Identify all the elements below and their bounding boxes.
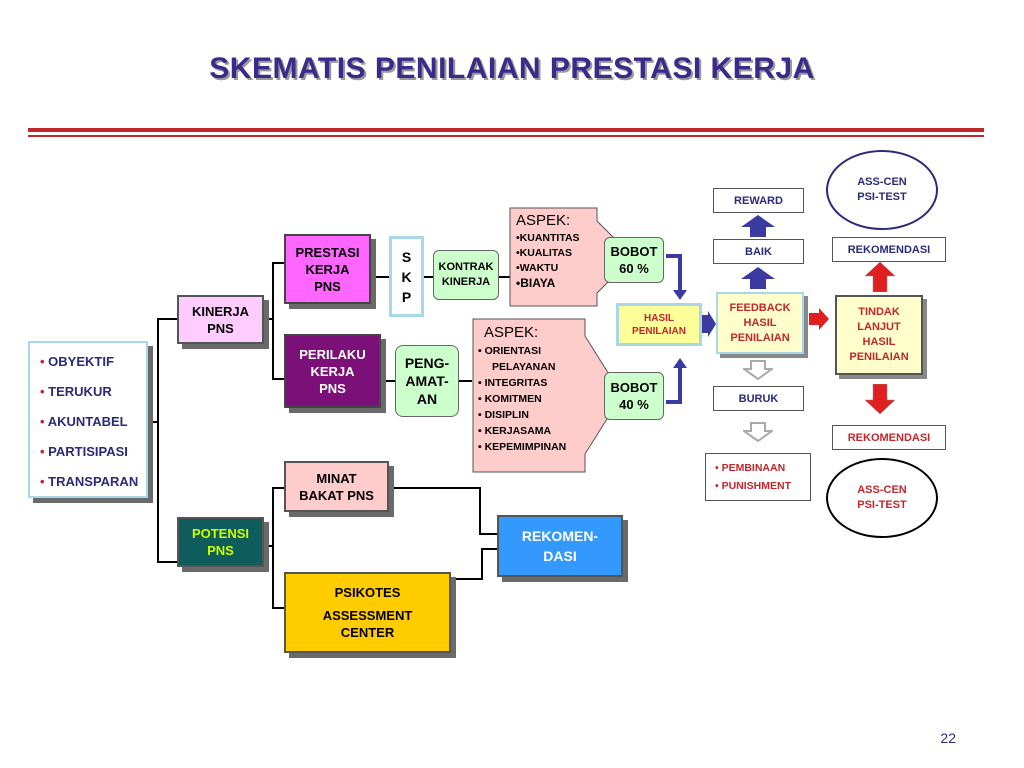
rekomendasi-bottom-label: REKOMENDASI <box>847 431 931 444</box>
aspek-2-item: • DISIPLIN <box>478 409 529 421</box>
criteria-item: PARTISIPASI <box>48 444 128 459</box>
pembinaan-item: • PEMBINAAN <box>715 462 786 474</box>
rekomendasi-top-label: REKOMENDASI <box>847 243 931 256</box>
perilaku-kerja-box: PERILAKU KERJA PNS <box>284 334 381 408</box>
psikotes-label: PSIKOTES <box>334 585 401 600</box>
baik-box: BAIK <box>713 239 804 264</box>
reward-box: REWARD <box>713 188 804 213</box>
arrow-down-red-icon <box>865 384 895 414</box>
baik-label: BAIK <box>745 245 772 258</box>
aspek-1-text: ASPEK: •KUANTITAS •KUALITAS •WAKTU •BIAY… <box>516 211 598 291</box>
skp-box: S K P <box>389 236 424 317</box>
pembinaan-item: • PUNISHMENT <box>715 480 792 492</box>
criteria-item: TRANSPARAN <box>48 474 139 489</box>
potensi-pns-box: POTENSI PNS <box>177 517 264 567</box>
aspek-2-item: PELAYANAN <box>492 361 556 373</box>
criteria-box: • OBYEKTIF • TERUKUR • AKUNTABEL • PARTI… <box>28 341 148 498</box>
potensi-pns-label: POTENSI PNS <box>191 526 250 558</box>
prestasi-kerja-box: PRESTASI KERJA PNS <box>284 234 371 304</box>
criteria-item: TERUKUR <box>48 384 112 399</box>
asscen-top-ellipse: ASS-CEN PSI-TEST <box>826 150 938 230</box>
aspek-1-item: •WAKTU <box>516 262 559 274</box>
rekomendasi-top-box: REKOMENDASI <box>832 237 946 262</box>
asscen-top-label: ASS-CEN PSI-TEST <box>857 176 907 203</box>
title-rule <box>28 128 984 132</box>
prestasi-kerja-label: PRESTASI KERJA PNS <box>295 244 360 294</box>
aspek-1-item: •KUALITAS <box>516 247 572 259</box>
aspek-2-text: ASPEK: • ORIENTASI PELAYANAN • INTEGRITA… <box>478 323 590 455</box>
aspek-2-title: ASPEK: <box>484 324 539 341</box>
buruk-label: BURUK <box>738 392 779 405</box>
rekomendasi-box: REKOMEN- DASI <box>497 515 623 577</box>
skp-letter: P <box>401 288 412 305</box>
kinerja-pns-label: KINERJA PNS <box>191 303 250 336</box>
arrow-right-red-icon <box>809 308 829 330</box>
rekomendasi-bottom-box: REKOMENDASI <box>832 425 946 450</box>
kontrak-kinerja-label: KONTRAK KINERJA <box>438 261 494 288</box>
arrow-right-icon <box>702 311 716 337</box>
skp-letter: K <box>401 268 412 285</box>
skp-letter: S <box>401 248 412 265</box>
aspek-1-item: •BIAYA <box>516 276 556 290</box>
arrow-down-icon <box>743 422 773 442</box>
buruk-box: BURUK <box>713 386 804 411</box>
page-title: SKEMATIS PENILAIAN PRESTASI KERJA <box>209 52 815 85</box>
criteria-item: AKUNTABEL <box>47 414 128 429</box>
rekomendasi-label: REKOMEN- DASI <box>521 528 599 564</box>
bracket-arrows-icon <box>666 254 687 404</box>
tindak-lanjut-box: TINDAK LANJUT HASIL PENILAIAN <box>835 295 923 375</box>
psikotes-box: PSIKOTES ASSESSMENT CENTER <box>284 572 451 653</box>
pengamatan-label: PENG- AMAT- AN <box>404 355 450 407</box>
hasil-penilaian-label: HASIL PENILAIAN <box>632 312 686 337</box>
feedback-label: FEEDBACK HASIL PENILAIAN <box>729 301 791 344</box>
aspek-2-item: • INTEGRITAS <box>478 377 548 389</box>
perilaku-kerja-label: PERILAKU KERJA PNS <box>299 346 366 396</box>
arrow-down-icon <box>743 360 773 380</box>
criteria-item: OBYEKTIF <box>48 354 114 369</box>
aspek-2-item: • KEPEMIMPINAN <box>478 441 567 453</box>
arrow-up-icon <box>741 215 775 237</box>
feedback-box: FEEDBACK HASIL PENILAIAN <box>716 292 804 354</box>
aspek-1-title: ASPEK: <box>516 212 571 229</box>
aspek-1-item: •KUANTITAS <box>516 232 580 244</box>
pembinaan-box: • PEMBINAAN • PUNISHMENT <box>705 453 811 501</box>
arrow-up-red-icon <box>865 262 895 292</box>
minat-bakat-box: MINAT BAKAT PNS <box>284 461 389 512</box>
title-rule-thin <box>28 135 984 137</box>
hasil-penilaian-box: HASIL PENILAIAN <box>616 303 702 346</box>
asscen-bottom-ellipse: ASS-CEN PSI-TEST <box>826 458 938 538</box>
page-number: 22 <box>940 730 956 746</box>
asscen-bottom-label: ASS-CEN PSI-TEST <box>857 484 907 511</box>
aspek-2-item: • KERJASAMA <box>478 425 552 437</box>
kontrak-kinerja-box: KONTRAK KINERJA <box>433 250 499 300</box>
minat-bakat-label: MINAT BAKAT PNS <box>299 470 374 503</box>
kinerja-pns-box: KINERJA PNS <box>177 295 264 344</box>
bobot-60-box: BOBOT 60 % <box>604 237 664 283</box>
bobot-40-box: BOBOT 40 % <box>604 372 664 420</box>
assessment-center-label: ASSESSMENT CENTER <box>322 608 413 640</box>
pengamatan-box: PENG- AMAT- AN <box>395 345 459 417</box>
bobot-60-label: BOBOT 60 % <box>610 244 658 276</box>
tindak-lanjut-label: TINDAK LANJUT HASIL PENILAIAN <box>849 306 909 363</box>
aspek-2-item: • KOMITMEN <box>478 393 542 405</box>
aspek-2-item: • ORIENTASI <box>478 345 541 357</box>
aspek-2-shape <box>472 318 623 473</box>
arrow-up-icon <box>741 267 775 289</box>
reward-label: REWARD <box>734 194 783 207</box>
bobot-40-label: BOBOT 40 % <box>610 380 658 412</box>
